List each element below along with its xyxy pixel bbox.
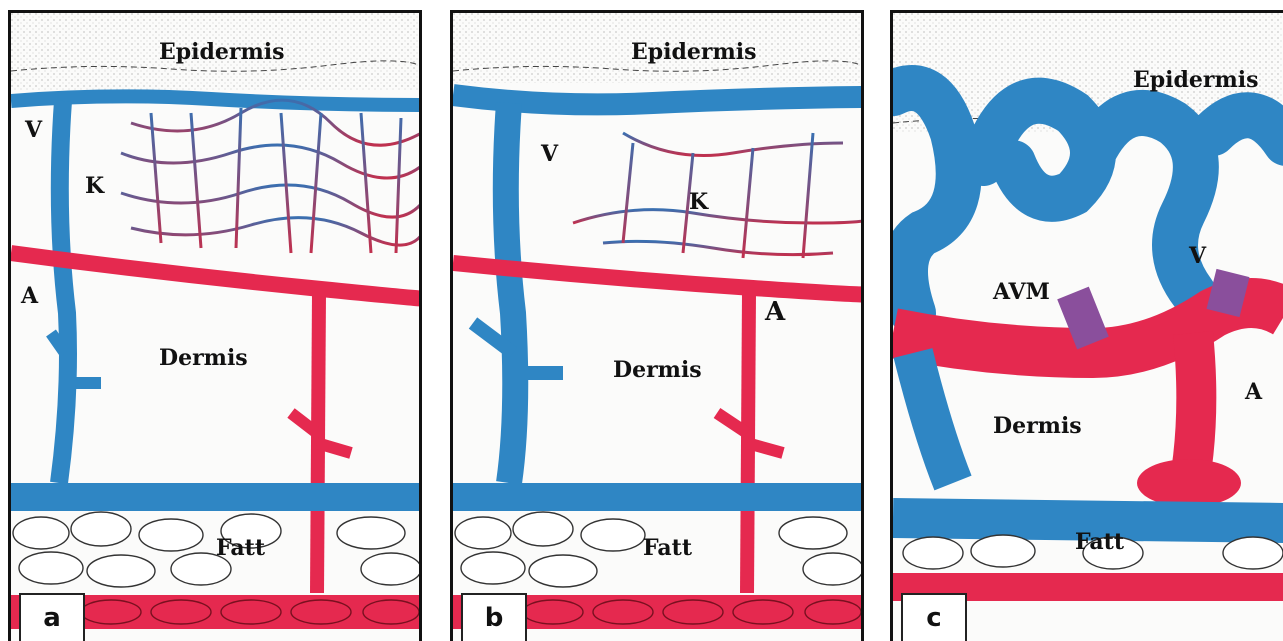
artery-label: A — [765, 297, 785, 327]
dermis-label: Dermis — [159, 345, 248, 371]
epidermis-label: Epidermis — [159, 39, 285, 65]
vertical-vein — [506, 103, 515, 483]
panel-letter-badge: a — [19, 593, 85, 641]
capillaries-label: K — [689, 189, 708, 215]
deep-vein — [453, 483, 864, 511]
fat-label: Fatt — [216, 535, 265, 561]
artery-bulb — [1137, 459, 1241, 507]
panel-letter-badge: c — [901, 593, 967, 641]
capillary-network — [121, 100, 422, 253]
superficial-vein — [453, 95, 864, 104]
vein-label: V — [541, 141, 558, 167]
artery-label: A — [1245, 379, 1262, 405]
vein-label: V — [1189, 243, 1206, 269]
panel-a: Epidermis V K A Dermis Fatt a — [8, 10, 422, 641]
epidermis-label: Epidermis — [631, 39, 757, 65]
fat-label: Fatt — [1075, 529, 1124, 555]
panel-c: Epidermis V AVM A Dermis Fatt c — [890, 10, 1283, 641]
dermis-label: Dermis — [613, 357, 702, 383]
artery-label: A — [21, 283, 38, 309]
panel-letter-badge: b — [461, 593, 527, 641]
fat-label: Fatt — [643, 535, 692, 561]
superficial-vein — [11, 96, 422, 105]
panel-b: Epidermis V K A Dermis Fatt b — [450, 10, 864, 641]
avm-label: AVM — [993, 279, 1050, 305]
capillary-network — [573, 133, 864, 258]
epidermis-label: Epidermis — [1133, 67, 1259, 93]
vertical-vein — [59, 101, 68, 483]
vein-label: V — [25, 117, 42, 143]
capillaries-label: K — [85, 173, 104, 199]
dermis-label: Dermis — [993, 413, 1082, 439]
deep-vein — [11, 483, 422, 511]
